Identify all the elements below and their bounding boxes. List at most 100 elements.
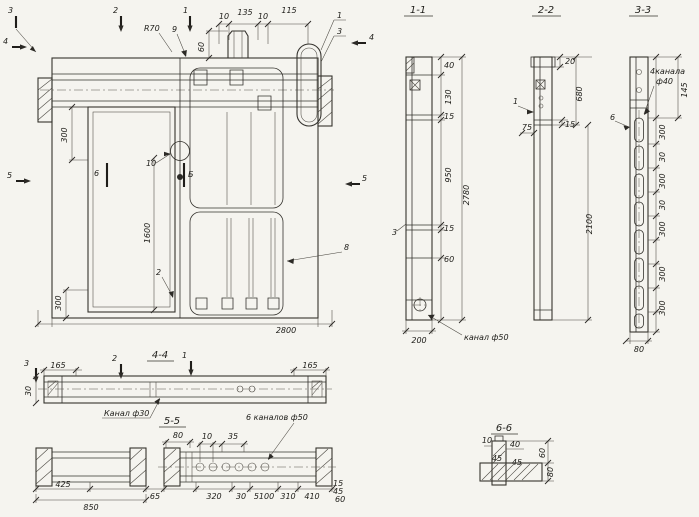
section-1-1: 1-1 3 40 130 15 950 15 60 2780 200 канал… — [392, 5, 509, 345]
top-band-lines — [52, 73, 318, 108]
dim-40-s66: 40 — [510, 440, 520, 449]
dims-11 — [396, 56, 466, 336]
note-6-channels: 6 каналов ф50 — [246, 413, 308, 422]
band-keys — [193, 69, 272, 111]
main-view: 3 2 1 4 4 5 5 6 Б R70 9 1 3 2 8 10 10 13… — [3, 6, 374, 335]
mark-5-left: 5 — [7, 171, 12, 180]
dim-chain-3: 30 — [658, 200, 667, 210]
left-piece-body — [52, 451, 130, 483]
dim-10-s66: 10 — [482, 436, 492, 445]
upper-recess — [189, 67, 284, 209]
strip-hole-a — [236, 385, 244, 393]
dim-135: 135 — [237, 8, 252, 17]
mark-2-s44: 2 — [112, 354, 117, 363]
ticks-44 — [32, 366, 330, 407]
dim-130: 130 — [444, 89, 453, 104]
section-1-1-profile — [405, 56, 433, 321]
dim-45-right: 45 — [333, 487, 343, 496]
dims-55-top — [162, 422, 295, 462]
channel-cross — [412, 297, 428, 313]
arrow-44 — [154, 398, 160, 405]
lower-recess — [189, 211, 284, 316]
detail-base — [479, 462, 543, 482]
dims-44 — [35, 368, 330, 419]
bar-dot-a — [538, 95, 544, 101]
mark-B: Б — [188, 170, 194, 179]
callout-10: 10 — [146, 159, 156, 168]
dim-5100: 5100 — [254, 492, 274, 501]
dim-chain-6: 300 — [658, 300, 667, 315]
arrow-22 — [527, 109, 534, 115]
dim-850: 850 — [83, 503, 98, 512]
dim-950: 950 — [444, 167, 453, 182]
rib-lines — [226, 112, 276, 297]
door-opening — [87, 106, 176, 313]
dim-15-right: 15 — [333, 479, 343, 488]
dim-310: 310 — [280, 492, 295, 501]
dim-200: 200 — [411, 336, 426, 345]
mark-6: 6 — [94, 169, 99, 178]
capsule-slot — [296, 43, 322, 127]
main-dim-lines — [37, 23, 333, 327]
mark-1-s44: 1 — [182, 351, 187, 360]
channel-chain — [634, 117, 644, 329]
dim-35-s55: 35 — [228, 432, 238, 441]
left-piece-cap-r — [129, 447, 147, 487]
section-1-1-inner — [406, 57, 432, 320]
top-flange — [530, 56, 556, 68]
strip-left-cap — [43, 375, 63, 404]
ticks-33 — [622, 53, 682, 345]
dim-115: 115 — [281, 6, 296, 15]
ticks-66 — [544, 437, 552, 485]
main-leaders — [15, 19, 346, 298]
section-1-1-title: 1-1 — [410, 5, 426, 16]
dim-15-b: 15 — [444, 224, 454, 233]
strip-cap-hatch — [47, 380, 323, 396]
dim-165-left: 165 — [50, 361, 65, 370]
arrow-11 — [428, 314, 435, 320]
section-2-2-profile — [533, 56, 553, 321]
note-channel-30: Канал ф30 — [104, 409, 149, 418]
key-square-22 — [535, 79, 546, 90]
channel-holes — [195, 462, 270, 472]
dims-33 — [614, 56, 682, 344]
mark-4-right: 4 — [369, 33, 374, 42]
dim-425: 425 — [55, 480, 70, 489]
section-mark-arrows — [20, 25, 358, 187]
section-5-5-title: 5-5 — [164, 416, 180, 427]
ticks-22 — [518, 53, 592, 324]
strip-details — [149, 382, 157, 397]
dim-300-top: 300 — [60, 127, 69, 142]
dim-10-s55: 10 — [202, 432, 212, 441]
dim-chain-0: 300 — [658, 124, 667, 139]
dim-20: 20 — [565, 57, 575, 66]
top-dot-b — [636, 87, 642, 93]
mark-5-right: 5 — [362, 174, 367, 183]
dim-15-s22: 15 — [565, 120, 575, 129]
dim-40: 40 — [444, 61, 454, 70]
mark-1-top: 1 — [183, 6, 188, 15]
section-2-2: 2-2 1 20 15 680 75 2100 — [513, 5, 594, 324]
callout-6-s33: 6 — [610, 113, 615, 122]
note-4-channels-line2: ф40 — [656, 77, 673, 86]
callout-9: 9 — [172, 25, 177, 34]
callout-1: 1 — [337, 11, 342, 20]
dim-30-s55: 30 — [236, 492, 246, 501]
dim-2800: 2800 — [276, 326, 296, 335]
dim-chain-4: 300 — [658, 221, 667, 236]
dim-80-s55: 80 — [173, 431, 183, 440]
dim-65: 65 — [150, 492, 160, 501]
section-4-4-title: 4-4 — [152, 350, 168, 361]
mark-3-top: 3 — [8, 6, 13, 15]
key-square-x — [409, 79, 421, 91]
dim-680: 680 — [575, 86, 584, 101]
key-square-22-x — [535, 79, 546, 90]
dim-chain-1: 30 — [658, 152, 667, 162]
section-5-5: 5-5 80 10 35 6 каналов ф50 4 — [32, 413, 345, 512]
bar-dot-b — [538, 103, 544, 109]
strip-right-cap — [307, 375, 327, 404]
dim-60-s11: 60 — [444, 255, 454, 264]
anchor-dot — [177, 174, 183, 180]
right-piece-body — [180, 451, 316, 483]
